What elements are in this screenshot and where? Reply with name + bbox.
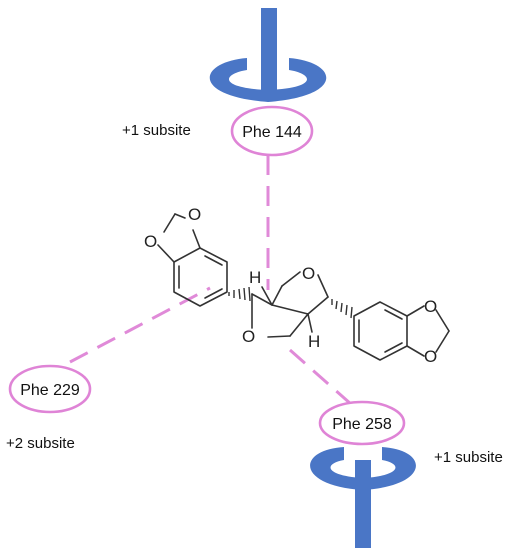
residue-label-phe258: Phe 258 xyxy=(332,416,392,433)
top-blue-ring-icon xyxy=(209,8,327,102)
subsite-label-left: +2 subsite xyxy=(6,435,75,452)
atom-o-1: O xyxy=(188,205,201,224)
residue-label-phe229: Phe 229 xyxy=(20,382,80,399)
residue-phe258: Phe 258 xyxy=(318,400,406,446)
residue-label-phe144: Phe 144 xyxy=(242,124,302,141)
atom-h-2: H xyxy=(308,332,320,351)
atom-o-3: O xyxy=(302,264,315,283)
atom-h-1: H xyxy=(249,268,261,287)
interaction-line-phe258 xyxy=(289,348,353,407)
subsite-label-top: +1 subsite xyxy=(122,122,191,139)
residue-phe144: Phe 144 xyxy=(230,105,314,157)
atom-o-2: O xyxy=(144,232,157,251)
subsite-label-bottom: +1 subsite xyxy=(434,449,503,466)
atom-o-5: O xyxy=(424,297,437,316)
atom-o-6: O xyxy=(424,347,437,366)
interaction-line-phe229 xyxy=(69,286,211,364)
residue-phe229: Phe 229 xyxy=(8,364,92,414)
bottom-blue-ring-icon xyxy=(310,447,416,548)
sesamin-molecule: O O H O O H O O xyxy=(144,205,450,366)
atom-o-4: O xyxy=(242,327,255,346)
